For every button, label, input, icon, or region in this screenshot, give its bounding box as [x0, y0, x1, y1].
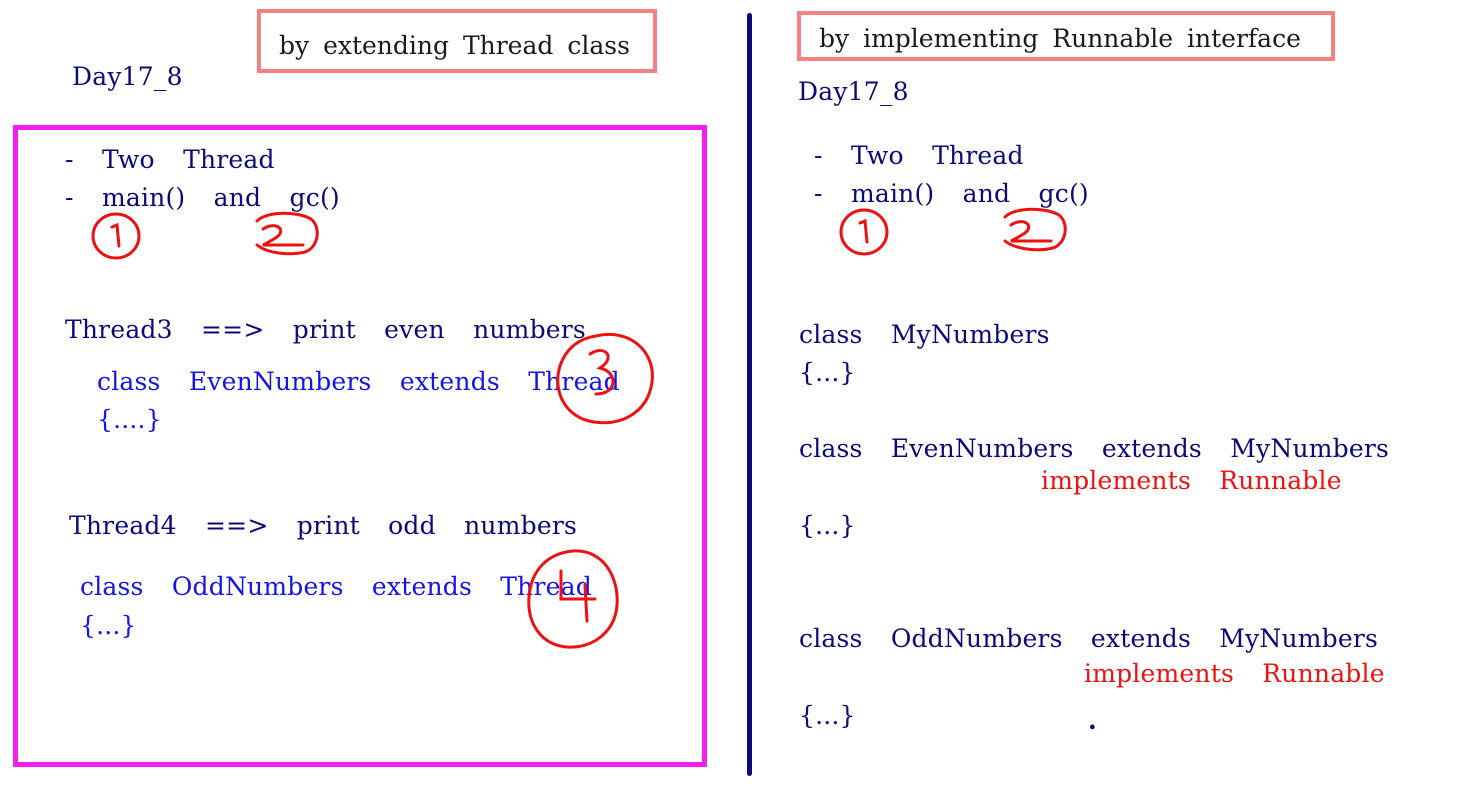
vertical-divider: [747, 13, 752, 776]
annotation-2-right-icon: [1003, 207, 1067, 252]
right-odd-class-line: class OddNumbers extends MyNumbers: [799, 624, 1379, 653]
left-even-class-line: class EvenNumbers extends Thread: [97, 367, 620, 396]
right-odd-implements: implements Runnable: [1084, 659, 1385, 688]
right-stray-dot: .: [1088, 706, 1097, 735]
right-even-class-line: class EvenNumbers extends MyNumbers: [799, 434, 1390, 463]
left-bullet-main-gc: - main() and gc(): [65, 183, 340, 212]
right-bullet-main-gc: - main() and gc(): [814, 179, 1089, 208]
annotation-1-right-icon: [839, 208, 889, 256]
left-thread3-line: Thread3 ==> print even numbers: [65, 315, 586, 344]
left-thread4-line: Thread4 ==> print odd numbers: [69, 511, 577, 540]
right-even-body: {...}: [799, 511, 856, 540]
right-mynumbers-class-line: class MyNumbers: [799, 320, 1050, 349]
left-content-box: [13, 125, 707, 767]
right-heading: by implementing Runnable interface: [819, 24, 1301, 53]
right-heading-box: by implementing Runnable interface: [797, 11, 1335, 61]
right-bullet-two-thread: - Two Thread: [814, 141, 1024, 170]
left-heading: by extending Thread class: [279, 31, 630, 60]
annotation-4-left-icon: [527, 549, 619, 649]
annotation-2-left-icon: [255, 211, 319, 256]
annotation-1-left-icon: [91, 212, 141, 260]
right-day-label: Day17_8: [798, 77, 909, 106]
right-even-implements: implements Runnable: [1041, 466, 1342, 495]
annotation-3-left-icon: [556, 333, 654, 425]
left-bullet-two-thread: - Two Thread: [65, 145, 275, 174]
right-odd-body: {...}: [799, 701, 856, 730]
left-day-label: Day17_8: [72, 62, 183, 91]
left-heading-box: by extending Thread class: [257, 9, 657, 73]
left-odd-body: {...}: [80, 611, 137, 640]
left-even-body: {....}: [97, 405, 162, 434]
left-odd-class-line: class OddNumbers extends Thread: [80, 572, 592, 601]
right-mynumbers-body: {...}: [799, 358, 856, 387]
